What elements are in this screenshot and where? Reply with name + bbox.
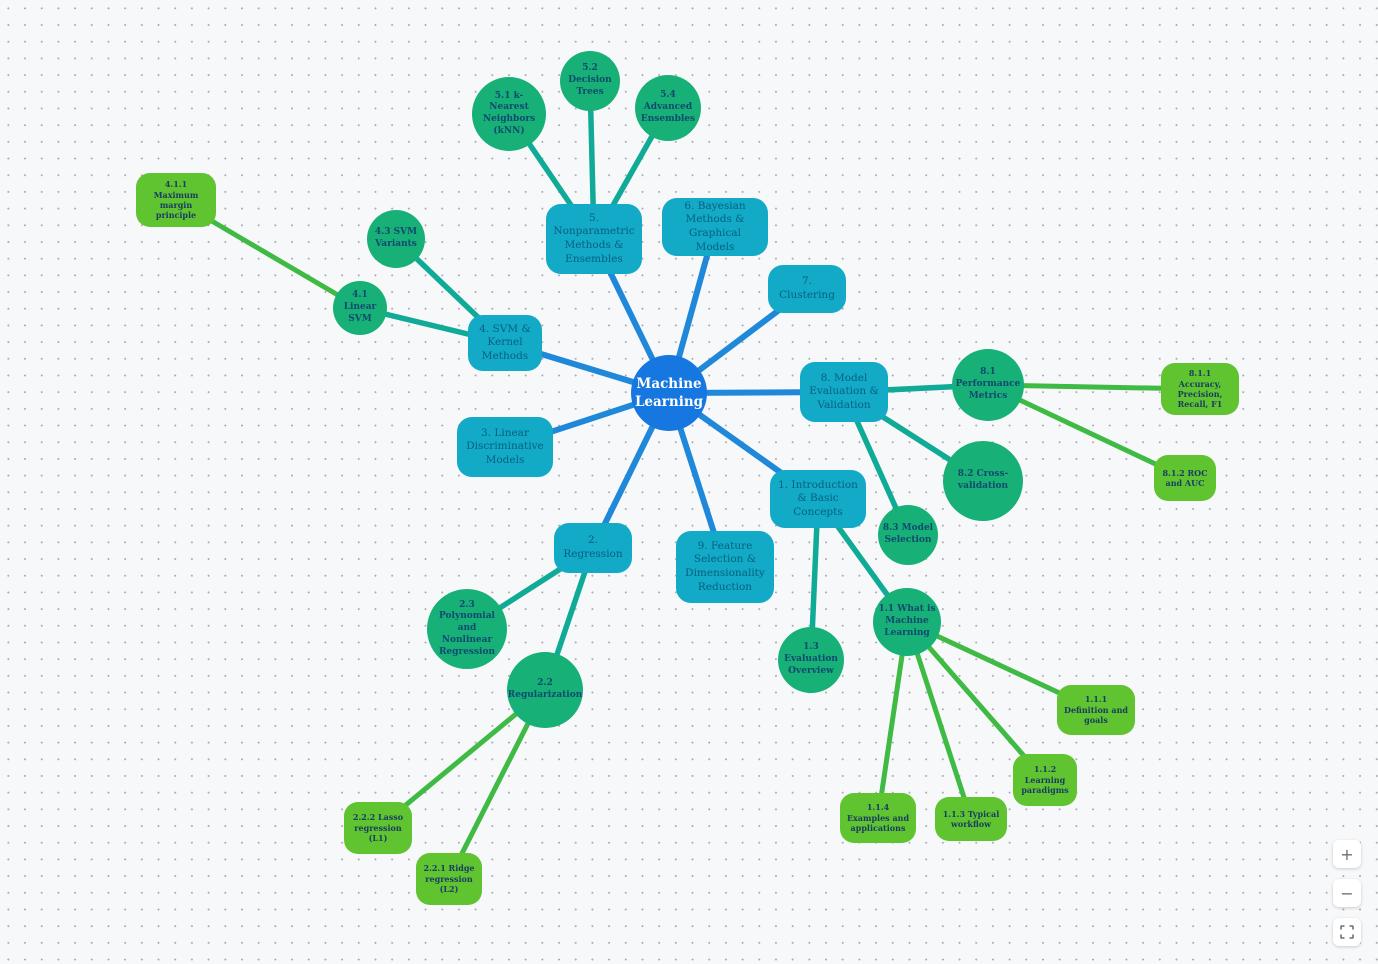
node-sub-2-3-polynomial[interactable]: 2.3 Polynomial and Nonlinear Regression (427, 589, 507, 669)
node-leaf-2-2-2-lasso-regression[interactable]: 2.2.2 Lasso regression (L1) (344, 802, 412, 854)
node-leaf-1-1-3-typical-workflow[interactable]: 1.1.3 Typical workflow (935, 797, 1007, 841)
node-topic-7-clustering[interactable]: 7. Clustering (768, 265, 846, 313)
node-leaf-1-1-2-learning-paradigms[interactable]: 1.1.2 Learning paradigms (1013, 754, 1077, 806)
node-sub-8-1-performance-metrics[interactable]: 8.1 Performance Metrics (952, 349, 1024, 421)
plus-icon: + (1340, 844, 1354, 864)
node-sub-5-2-decision-trees[interactable]: 5.2 Decision Trees (560, 51, 620, 111)
node-sub-1-1-what-is-ml[interactable]: 1.1 What is Machine Learning (873, 588, 941, 656)
node-sub-1-3-evaluation-overview[interactable]: 1.3 Evaluation Overview (778, 627, 844, 693)
node-topic-4-svm-kernel[interactable]: 4. SVM & Kernel Methods (468, 315, 542, 371)
node-sub-2-2-regularization[interactable]: 2.2 Regularization (507, 652, 583, 728)
node-sub-8-3-model-selection[interactable]: 8.3 Model Selection (878, 505, 938, 565)
node-sub-4-3-svm-variants[interactable]: 4.3 SVM Variants (367, 210, 425, 268)
view-controls: + − (1333, 840, 1361, 946)
node-topic-8-model-evaluation[interactable]: 8. Model Evaluation & Validation (800, 362, 888, 422)
edge-sub11-leaf113 (904, 619, 974, 822)
fullscreen-icon (1340, 925, 1354, 939)
node-sub-8-2-cross-validation[interactable]: 8.2 Cross-validation (943, 441, 1023, 521)
node-topic-3-linear-discriminative[interactable]: 3. Linear Discriminative Models (457, 417, 553, 477)
edge-sub11-leaf112 (904, 619, 1048, 783)
node-machine-learning[interactable]: Machine Learning (631, 355, 707, 431)
node-topic-9-feature-selection[interactable]: 9. Feature Selection & Dimensionality Re… (676, 531, 774, 603)
node-leaf-1-1-1-definition-goals[interactable]: 1.1.1 Definition and goals (1057, 685, 1135, 735)
zoom-out-button[interactable]: − (1333, 879, 1361, 907)
node-sub-5-4-advanced-ensembles[interactable]: 5.4 Advanced Ensembles (635, 75, 701, 141)
node-leaf-1-1-4-examples-applications[interactable]: 1.1.4 Examples and applications (840, 793, 916, 843)
fullscreen-button[interactable] (1333, 918, 1361, 946)
minus-icon: − (1340, 883, 1354, 903)
node-topic-6-bayesian[interactable]: 6. Bayesian Methods & Graphical Models (662, 198, 768, 256)
edge-sub81-leaf812 (985, 382, 1188, 481)
node-leaf-2-2-1-ridge-regression[interactable]: 2.2.1 Ridge regression (L2) (416, 853, 482, 905)
node-sub-5-1-knn[interactable]: 5.1 k-Nearest Neighbors (kNN) (472, 77, 546, 151)
node-topic-2-regression[interactable]: 2. Regression (554, 523, 632, 573)
node-leaf-4-1-1-maximum-margin[interactable]: 4.1.1 Maximum margin principle (136, 173, 216, 227)
node-leaf-8-1-1-accuracy-precision[interactable]: 8.1.1 Accuracy, Precision, Recall, F1 (1161, 363, 1239, 415)
node-topic-5-nonparametric[interactable]: 5. Nonparametric Methods & Ensembles (546, 204, 642, 274)
zoom-in-button[interactable]: + (1333, 840, 1361, 868)
node-topic-1-introduction[interactable]: 1. Introduction & Basic Concepts (770, 470, 866, 528)
node-leaf-8-1-2-roc-auc[interactable]: 8.1.2 ROC and AUC (1154, 455, 1216, 501)
node-sub-4-1-linear-svm[interactable]: 4.1 Linear SVM (333, 281, 387, 335)
